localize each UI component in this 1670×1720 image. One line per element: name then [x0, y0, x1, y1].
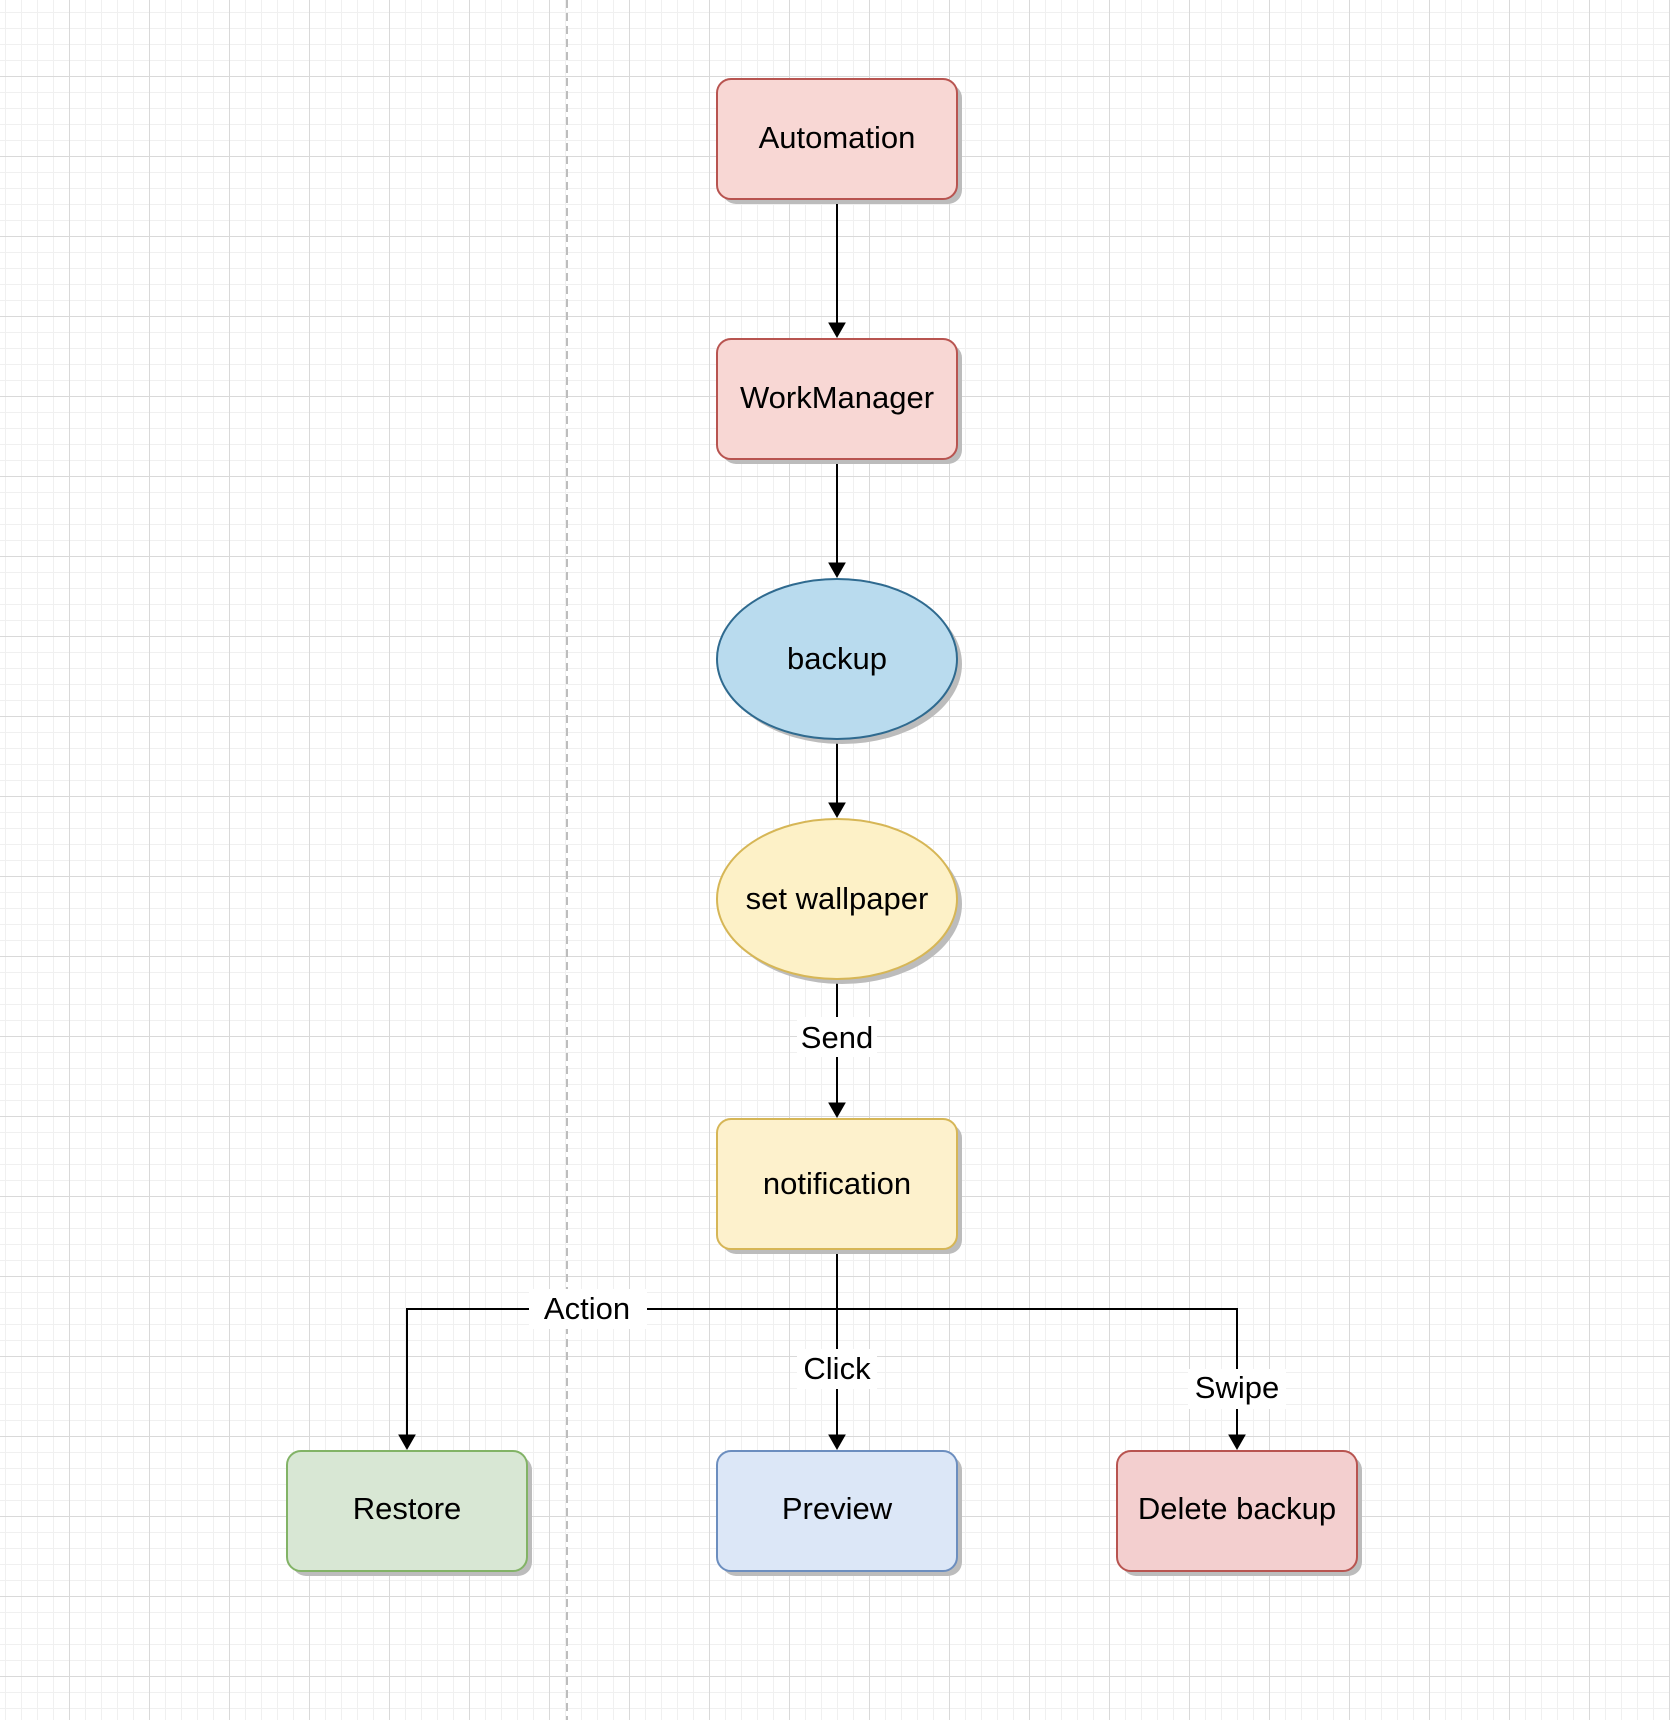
node-workmanager[interactable]: WorkManager: [716, 338, 962, 464]
node-restore[interactable]: Restore: [286, 1450, 532, 1576]
edge-label-click[interactable]: Click: [797, 1349, 877, 1389]
node-delete-backup-shape: [1116, 1450, 1358, 1572]
node-preview-shape: [716, 1450, 958, 1572]
node-restore-shape: [286, 1450, 528, 1572]
node-workmanager-label: WorkManager: [740, 380, 934, 415]
edge-label-action[interactable]: Action: [529, 1289, 647, 1329]
edge-label-send-text: Send: [801, 1020, 873, 1055]
node-set-wallpaper[interactable]: set wallpaper: [716, 818, 962, 984]
edge-label-swipe[interactable]: Swipe: [1188, 1369, 1286, 1409]
node-restore-label: Restore: [353, 1491, 462, 1526]
edge-notification-to-delete-backup[interactable]: [837, 1308, 1246, 1451]
edge-notification-to-restore[interactable]: [398, 1249, 838, 1451]
node-backup[interactable]: backup: [716, 578, 962, 744]
edge-automation-to-workmanager[interactable]: [828, 199, 846, 339]
edge-notification-to-preview[interactable]: [828, 1249, 846, 1451]
edge-label-send[interactable]: Send: [797, 1017, 877, 1057]
node-notification[interactable]: notification: [716, 1118, 962, 1254]
edge-labels: Send Action Click Swipe: [529, 1017, 1286, 1409]
node-set-wallpaper-label: set wallpaper: [746, 881, 929, 916]
node-workmanager-shape: [716, 338, 958, 460]
nodes: Automation WorkManager backup set wallpa…: [286, 78, 1362, 1576]
node-notification-shape: [716, 1118, 958, 1250]
edge-workmanager-to-backup[interactable]: [828, 459, 846, 579]
node-delete-backup-label: Delete backup: [1138, 1491, 1336, 1526]
edge-label-action-text: Action: [544, 1291, 630, 1326]
edge-backup-to-set-wallpaper[interactable]: [828, 739, 846, 819]
node-automation[interactable]: Automation: [716, 78, 962, 204]
node-notification-label: notification: [763, 1166, 911, 1201]
edge-label-swipe-text: Swipe: [1195, 1370, 1279, 1405]
node-set-wallpaper-shape: [716, 818, 958, 980]
edge-label-click-text: Click: [803, 1351, 871, 1386]
node-automation-shape: [716, 78, 958, 200]
node-backup-label: backup: [787, 641, 887, 676]
node-delete-backup[interactable]: Delete backup: [1116, 1450, 1362, 1576]
node-preview[interactable]: Preview: [716, 1450, 962, 1576]
node-automation-label: Automation: [759, 120, 916, 155]
node-backup-shape: [716, 578, 958, 740]
node-preview-label: Preview: [782, 1491, 893, 1526]
